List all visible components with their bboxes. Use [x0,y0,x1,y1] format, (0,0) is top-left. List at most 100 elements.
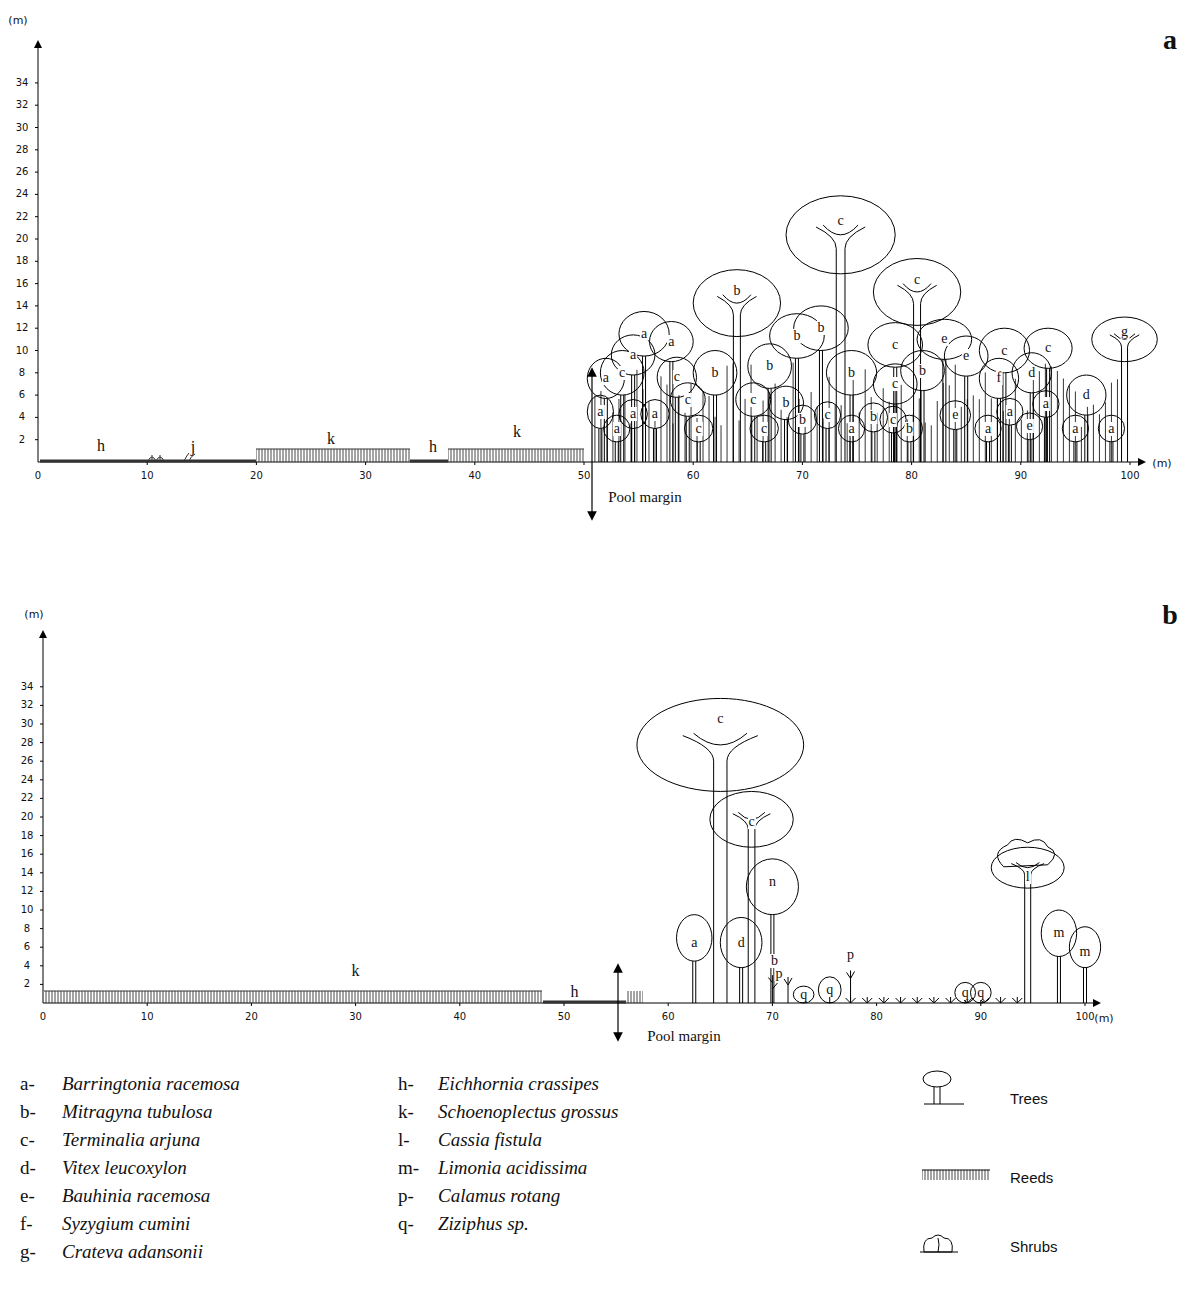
tree-crown [1069,927,1100,968]
axis-tick-label: 6 [24,942,30,952]
trunk-line [648,401,649,462]
legend-key: d- [20,1158,36,1177]
axis-tick-label: 8 [19,368,25,378]
tree-crown [1092,317,1158,362]
tree-crown [979,328,1029,373]
tick [35,261,38,262]
trunk [700,442,701,462]
tick [35,127,38,128]
trunk [716,395,717,462]
trunk [819,351,820,463]
trunk-line [715,417,716,462]
trunk-line [925,423,926,462]
trunk [601,429,602,462]
tick [40,779,43,780]
trunk-line [793,363,794,462]
trunk [615,442,616,462]
pool-margin-label: Pool margin [647,1029,720,1044]
axis-tick-label: 28 [16,145,29,155]
tick [459,1003,460,1006]
species-callout: h [97,438,105,454]
species-name: Terminalia arjuna [62,1130,200,1149]
axis-tick-label: 24 [16,189,29,199]
axis-tick-label: 10 [141,1012,154,1022]
grass-tuft [896,997,906,1003]
trunk-line [739,420,740,462]
tick [1020,462,1021,465]
trunk-line [1015,379,1016,462]
tick [35,372,38,373]
trunk-line [811,392,812,462]
trunk-line [871,397,872,462]
trunk-line [709,396,710,462]
tree-crown [619,400,647,429]
axis-tick-label: 4 [19,412,25,422]
tick [35,417,38,418]
tree-crown [637,698,804,791]
tree-crown [1033,391,1059,418]
tree-crown [896,415,922,442]
species-name: Barringtonia racemosa [62,1074,240,1093]
species-callout: a [629,407,637,421]
species-callout: e [940,332,948,346]
axis-tick-label: 30 [16,123,29,133]
axis-tick-label: 14 [16,301,29,311]
species-callout: a [984,422,992,436]
trunk-line [745,399,746,462]
trunk [755,814,770,1003]
trunk [1073,442,1074,462]
tree-crown [670,383,705,416]
trunk [1011,864,1024,1003]
trunk [798,358,799,462]
species-callout: l [1025,870,1031,884]
tree-crown [750,415,778,442]
trunk [697,442,698,462]
species-callout: q [825,983,834,997]
shrub [793,986,814,1003]
tick [35,105,38,106]
tree-crown [1016,413,1042,440]
legend-text: Trees [1010,1091,1048,1106]
trunk-line [727,366,728,462]
tree-crown [587,395,613,428]
trunk [1060,957,1061,1004]
tick [40,891,43,892]
species-callout: a [667,335,675,349]
trunk [678,397,679,462]
species-name: Syzygium cumini [62,1214,190,1233]
tree-crown [650,322,694,362]
shrub-stem [829,996,830,1003]
tick [911,462,912,465]
trunk [784,420,785,462]
species-callout: c [760,422,768,436]
grass-tuft [946,997,956,1003]
species-callout: g [1120,325,1129,339]
axis-tick-label: 40 [468,471,481,481]
species-callout: b [711,366,720,380]
trunk [1086,968,1087,1003]
tree-crown [786,196,895,274]
tick [365,462,366,465]
trunk-line [919,398,920,462]
tick [668,1003,669,1006]
tick [40,854,43,855]
axis-tick-label: 16 [16,279,29,289]
floating-plants [148,453,195,461]
shrub [818,977,841,1003]
trunk [634,429,635,462]
axis-tick-label: 34 [21,682,34,692]
tree-crown [940,401,971,430]
axis-tick-label: 24 [21,775,34,785]
axis-tick-label: 32 [16,100,29,110]
species-callout: b [782,396,791,410]
trunk [733,814,748,1003]
axis-tick-label: 10 [16,346,29,356]
trunk [907,442,908,462]
tick [35,305,38,306]
trunk-line [600,391,601,462]
trunk-line [630,423,631,462]
tree-crown [604,415,630,442]
axis-tick-label: 18 [16,256,29,266]
trunk-line [901,385,902,462]
species-callout: a [629,348,637,362]
